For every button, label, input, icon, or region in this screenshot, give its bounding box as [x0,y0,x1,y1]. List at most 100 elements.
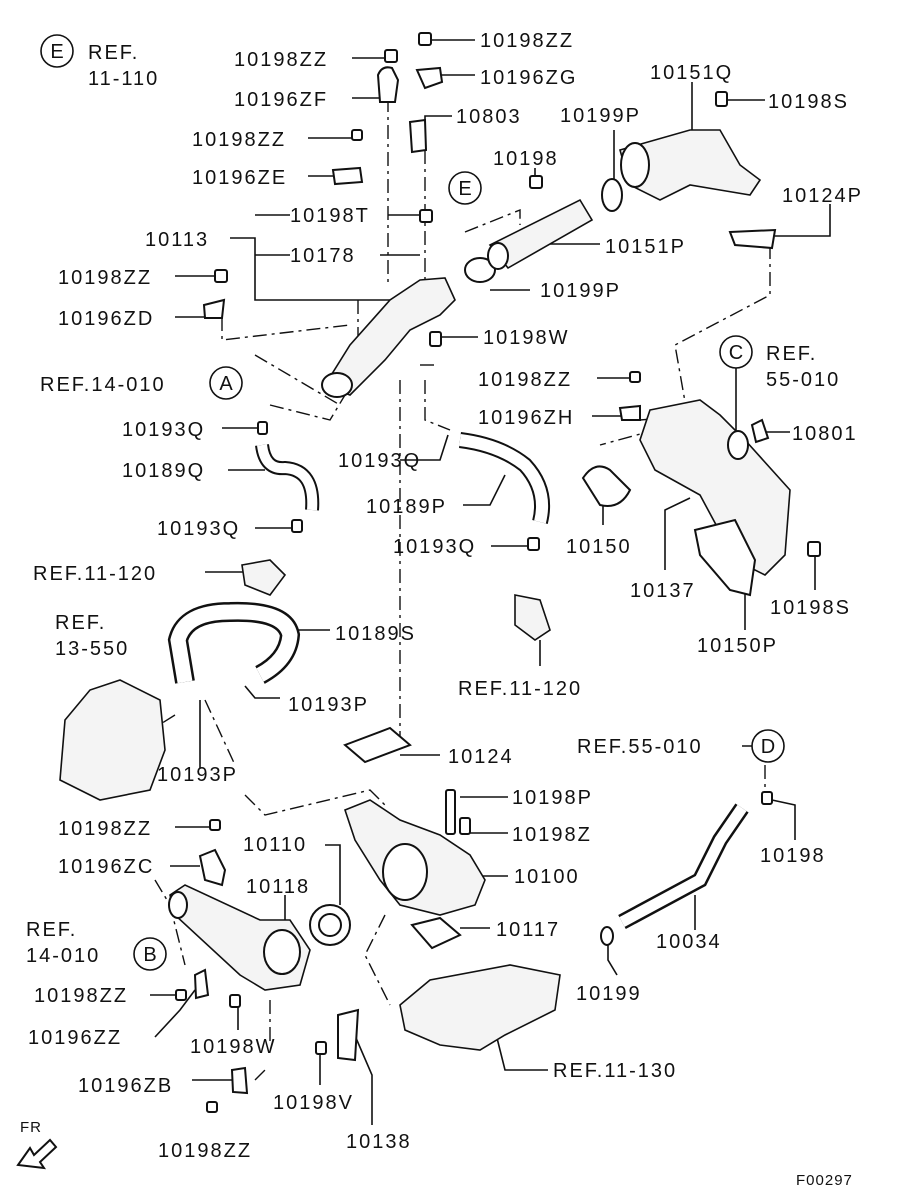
clip-10196ZH [618,404,641,421]
gasket-10124 [343,726,412,764]
part-number-label: 10198S [770,597,851,619]
part-number-label: 10198Z [512,824,592,846]
ref-label-e-top: REF. [88,42,139,64]
diagram-id-label: F00297 [796,1172,853,1187]
callout-letter-a: A [219,373,233,395]
clip-10196ZE [331,166,364,186]
clip-10196ZB [230,1066,249,1095]
part-number-label: 10034 [656,931,722,953]
part-number-label: 10193Q [157,518,240,540]
part-number-label: 10198T [290,205,370,227]
part-number-label: 10198W [190,1036,277,1058]
ref-label-c: 55-010 [766,369,840,391]
ref-13-550-cover [59,679,166,801]
pipe-10113 [323,277,456,396]
part-number-label: 10110 [243,834,307,856]
part-number-label: 10198ZZ [58,818,152,840]
bracket-10196ZG [415,66,444,90]
sensor-10801 [750,418,770,444]
part-number-label: 10196ZB [78,1075,173,1097]
gasket-10150 [581,465,632,507]
ref-label-c: REF. [766,343,817,365]
part-number-label: 10198P [512,787,593,809]
bolt-shape [175,32,821,1113]
fr-arrow-icon [16,1138,58,1170]
part-number-label: 10189P [366,496,447,518]
part-number-label: 10193Q [122,419,205,441]
callout-letter-b: B [143,944,156,966]
part-number-label: 10151P [605,236,686,258]
clip-10196ZZ [193,968,210,1000]
hose-10189Q [257,444,318,511]
part-number-label: 10199P [560,105,641,127]
part-number-label: 10198 [760,845,826,867]
label-layer: 10198ZZ10198ZZ10196ZG10196ZF10151Q10198S… [20,30,863,1187]
ref-label-11-120-left: REF.11-120 [33,563,157,585]
part-number-label: 10198ZZ [58,267,152,289]
part-number-label: 10198ZZ [192,129,286,151]
ref-label-13-550: 13-550 [55,638,129,660]
part-number-label: 10118 [246,876,310,898]
part-number-label: 10137 [630,580,696,602]
pipe-10034 [619,804,747,927]
long-bolt-shape [445,789,456,835]
ref-label-11-120-mid: REF.11-120 [458,678,582,700]
part-number-label: 10196ZH [478,407,574,429]
part-number-label: 10198ZZ [34,985,128,1007]
part-number-label: 10193Q [338,450,421,472]
part-number-label: 10199P [540,280,621,302]
callout-letter-d: D [761,736,775,758]
part-number-label: 10199 [576,983,642,1005]
part-number-label: 10124 [448,746,514,768]
part-number-label: 10189S [335,623,416,645]
ref-label-b: REF. [26,919,77,941]
ref-label-a: REF.14-010 [40,374,166,396]
bracket-10124P [728,228,777,250]
o-ring-10199 [600,926,614,946]
part-number-label: 10124P [782,185,863,207]
hose-10189S [170,604,298,684]
part-number-label: 10178 [290,245,356,267]
callout-letter-e: E [458,178,471,200]
sensor-10803 [408,118,428,154]
part-number-label: 10198W [483,327,570,349]
part-number-label: 10198 [493,148,559,170]
housing-10137 [639,399,791,576]
callout-circles [40,34,785,971]
part-number-label: 10196ZF [234,89,328,111]
part-number-label: 10803 [456,106,522,128]
hose-10189P [459,434,549,524]
ref-label-b: 14-010 [26,945,100,967]
part-number-label: 10100 [514,866,580,888]
o-ring-10199P [601,178,623,212]
part-number-label: 10198ZZ [234,49,328,71]
part-number-label: 10196ZG [480,67,577,89]
bracket-10138 [337,1008,360,1062]
part-number-label: 10198S [768,91,849,113]
part-number-label: 10117 [496,919,560,941]
part-shapes [59,32,821,1113]
part-number-label: 10801 [792,423,858,445]
fr-label: FR [20,1119,42,1136]
housing-10151Q [619,129,762,201]
part-number-label: 10196ZC [58,856,154,878]
part-number-label: 10193P [157,764,238,786]
ref-label-13-550: REF. [55,612,106,634]
part-number-label: 10189Q [122,460,205,482]
bracket-10196ZF [376,66,400,103]
part-number-label: 10193P [288,694,369,716]
callout-letter-c: C [729,342,743,364]
ref-11-130-body [399,964,561,1051]
gasket-10150P [693,518,757,597]
part-number-label: 10150P [697,635,778,657]
ref-label-55-010-d: REF.55-010 [577,736,703,758]
part-number-label: 10150 [566,536,632,558]
clip-10196ZC [198,848,227,887]
clip-10196ZD [202,298,226,319]
ref-11-120-part-mid [514,594,551,641]
part-number-label: 10198ZZ [480,30,574,52]
part-number-label: 10193Q [393,536,476,558]
ref-11-120-part-left [241,559,287,596]
